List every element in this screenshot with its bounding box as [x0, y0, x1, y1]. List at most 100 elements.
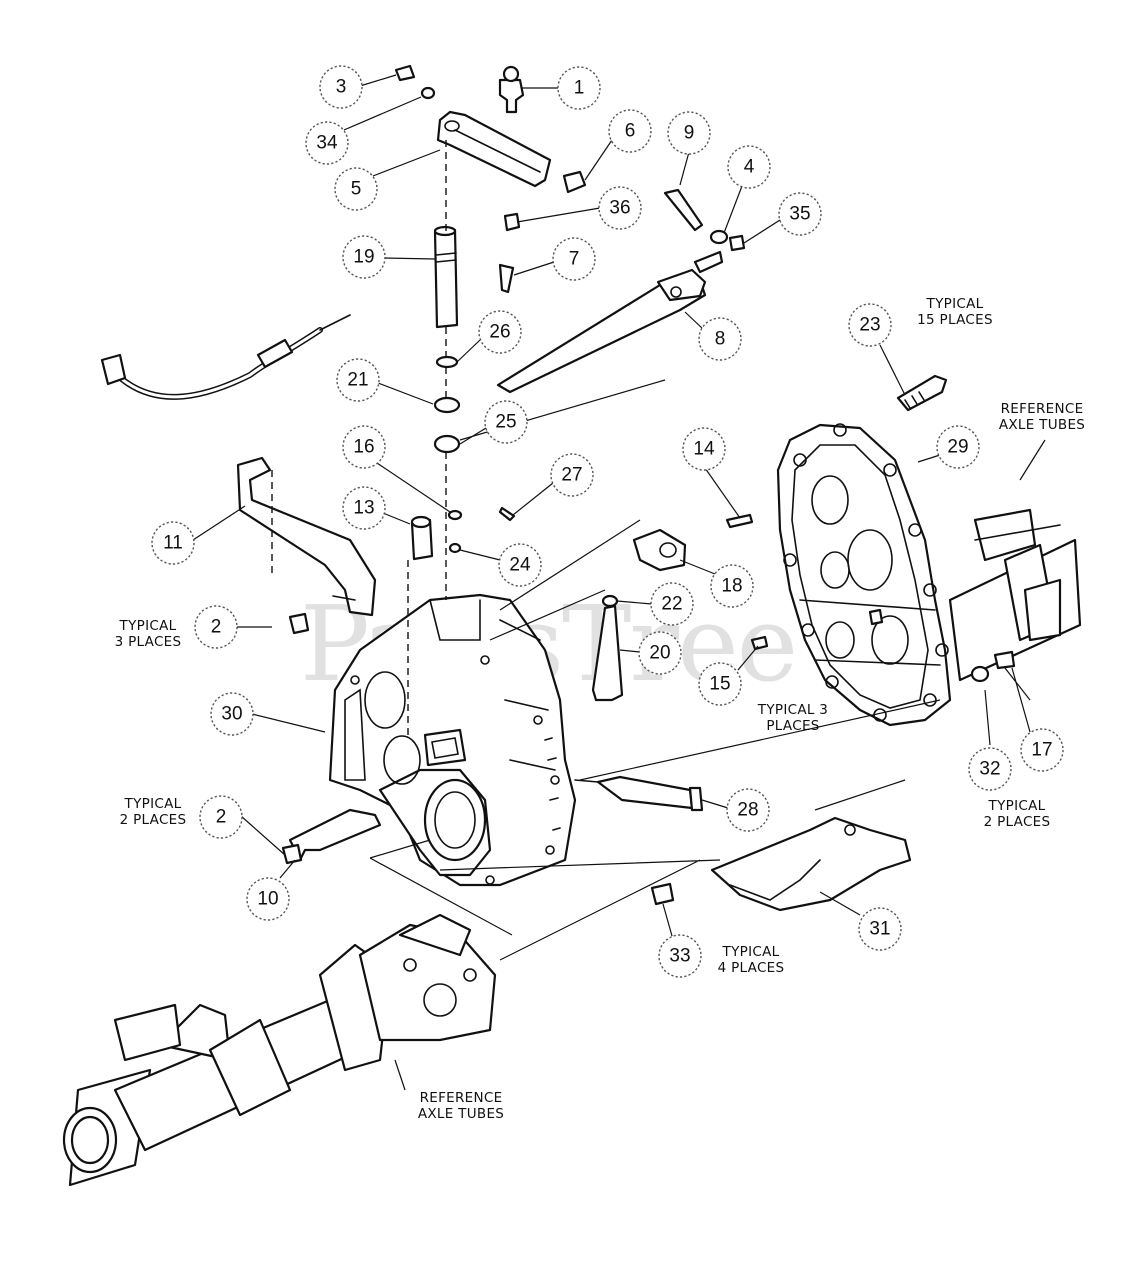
callout-number: 21: [347, 370, 368, 391]
callout-25[interactable]: 25: [484, 400, 528, 444]
callout-circle: [498, 543, 542, 587]
callout-circle: [334, 167, 378, 211]
callout-circle: [638, 631, 682, 675]
callout-33[interactable]: 33: [658, 934, 702, 978]
callout-circle: [305, 121, 349, 165]
callout-circle: [726, 788, 770, 832]
callout-13[interactable]: 13: [342, 486, 386, 530]
shift-arm: [436, 110, 552, 188]
note-line: AXLE TUBES: [999, 417, 1085, 433]
callout-30[interactable]: 30: [210, 692, 254, 736]
callout-number: 13: [353, 498, 374, 519]
callout-circle: [968, 747, 1012, 791]
assembly-lines: [271, 140, 1046, 1091]
callout-16[interactable]: 16: [342, 425, 386, 469]
callout-number: 35: [789, 204, 810, 225]
note-line: AXLE TUBES: [418, 1106, 504, 1122]
callout-24[interactable]: 24: [498, 543, 542, 587]
callout-number: 7: [569, 249, 580, 270]
callout-31[interactable]: 31: [858, 907, 902, 951]
callout-3[interactable]: 3: [319, 65, 363, 109]
callout-number: 23: [859, 315, 880, 336]
callout-circle: [608, 109, 652, 153]
callout-circle: [210, 692, 254, 736]
callout-2[interactable]: 2: [194, 605, 238, 649]
callout-circle: [552, 237, 596, 281]
callout-number: 17: [1031, 740, 1052, 761]
lower-bracket: [288, 808, 382, 862]
note-line: 3 PLACES: [115, 634, 182, 650]
callout-number: 1: [574, 78, 585, 99]
callout-2b[interactable]: 2: [199, 795, 243, 839]
callout-number: 10: [257, 889, 278, 910]
shift-lever: [496, 250, 724, 394]
callout-4[interactable]: 4: [727, 145, 771, 189]
callout-21[interactable]: 21: [336, 358, 380, 402]
shift-fork: [632, 528, 687, 572]
callout-circle: [342, 425, 386, 469]
callout-36[interactable]: 36: [598, 186, 642, 230]
callout-circle: [858, 907, 902, 951]
callout-number: 8: [715, 329, 726, 350]
callout-11[interactable]: 11: [151, 521, 195, 565]
callout-number: 14: [693, 439, 715, 460]
callout-29[interactable]: 29: [936, 425, 980, 469]
callout-number: 30: [221, 704, 242, 725]
callout-number: 24: [509, 555, 531, 576]
callout-28[interactable]: 28: [726, 788, 770, 832]
mounting-bracket: [710, 816, 912, 912]
note-line: PLACES: [766, 718, 819, 734]
note-line: 15 PLACES: [917, 312, 993, 328]
callout-circle: [478, 310, 522, 354]
callout-10[interactable]: 10: [246, 877, 290, 921]
callout-number: 33: [669, 946, 690, 967]
callout-23[interactable]: 23: [848, 303, 892, 347]
callout-number: 25: [495, 412, 516, 433]
callout-number: 31: [869, 919, 890, 940]
callout-circle: [1020, 728, 1064, 772]
callout-1[interactable]: 1: [557, 66, 601, 110]
callout-number: 19: [353, 247, 374, 268]
snap-ring: [435, 355, 459, 369]
callout-18[interactable]: 18: [710, 564, 754, 608]
seal: [433, 434, 461, 454]
callout-number: 3: [336, 77, 347, 98]
callout-number: 34: [316, 133, 338, 154]
callout-number: 9: [684, 123, 695, 144]
callout-6[interactable]: 6: [608, 109, 652, 153]
callout-27[interactable]: 27: [550, 453, 594, 497]
roll-pin: [725, 513, 754, 529]
shift-shaft: [433, 225, 459, 329]
callout-22[interactable]: 22: [650, 582, 694, 626]
callout-20[interactable]: 20: [638, 631, 682, 675]
callout-26[interactable]: 26: [478, 310, 522, 354]
washer: [433, 396, 461, 414]
callout-circle: [650, 582, 694, 626]
callout-number: 2: [211, 617, 222, 638]
callout-34[interactable]: 34: [305, 121, 349, 165]
callout-17[interactable]: 17: [1020, 728, 1064, 772]
note-line: 4 PLACES: [718, 960, 785, 976]
callout-circle: [484, 400, 528, 444]
callout-9[interactable]: 9: [667, 111, 711, 155]
callout-19[interactable]: 19: [342, 235, 386, 279]
callout-15[interactable]: 15: [698, 662, 742, 706]
callout-14[interactable]: 14: [682, 427, 726, 471]
callout-circle: [698, 317, 742, 361]
note-line: REFERENCE: [1001, 401, 1084, 417]
note-line: 2 PLACES: [120, 812, 187, 828]
dowel-pin: [750, 635, 769, 651]
callout-32[interactable]: 32: [968, 747, 1012, 791]
callout-8[interactable]: 8: [698, 317, 742, 361]
callout-circle: [710, 564, 754, 608]
callout-number: 28: [737, 800, 758, 821]
note-line: REFERENCE: [420, 1090, 503, 1106]
callout-circle: [319, 65, 363, 109]
callout-number: 6: [625, 121, 636, 142]
callout-5[interactable]: 5: [334, 167, 378, 211]
callout-7[interactable]: 7: [552, 237, 596, 281]
leader-lines: [192, 74, 1031, 937]
callout-35[interactable]: 35: [778, 192, 822, 236]
